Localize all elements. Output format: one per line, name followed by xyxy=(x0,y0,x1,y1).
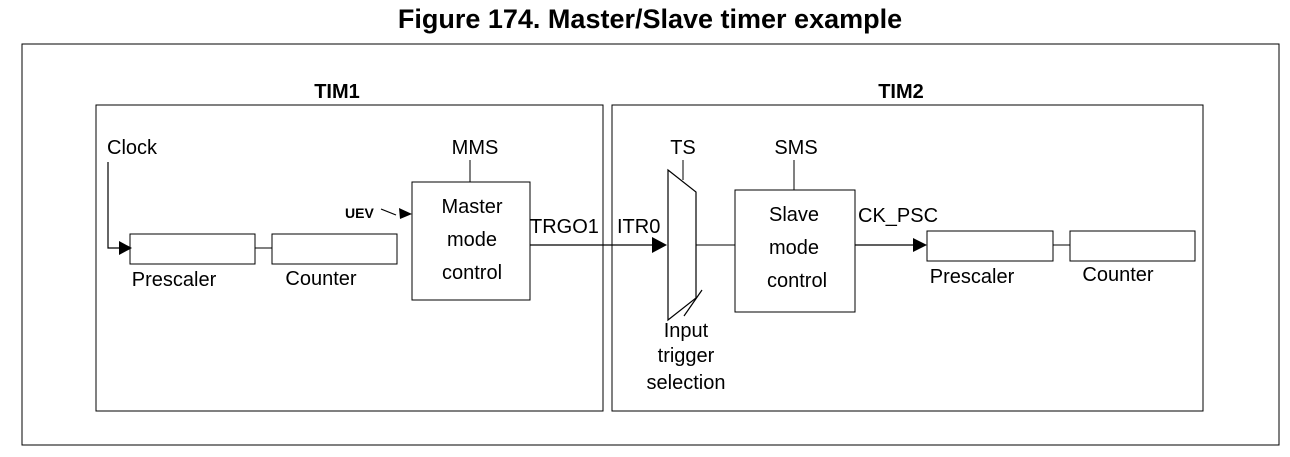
uev-arrowhead xyxy=(399,208,412,219)
tim2-prescaler-box xyxy=(926,230,1054,262)
mux-caption-1: Input xyxy=(664,320,709,342)
ck-psc-label: CK_PSC xyxy=(858,205,938,227)
slave-mode-label-2: mode xyxy=(769,237,819,259)
trgo1-label: TRGO1 xyxy=(530,216,599,238)
tim1-prescaler-label: Prescaler xyxy=(132,269,217,291)
itr0-label: ITR0 xyxy=(617,216,660,238)
tim2-box xyxy=(611,104,1204,412)
ts-label: TS xyxy=(670,137,696,159)
mux-caption-2: trigger xyxy=(658,345,715,367)
tim1-mms-label: MMS xyxy=(452,137,499,159)
master-mode-label-1: Master xyxy=(441,196,502,218)
master-mode-control-box xyxy=(411,181,531,301)
figure-frame xyxy=(21,43,1280,446)
slave-mode-control-box xyxy=(734,189,856,313)
tim1-counter-box xyxy=(271,233,398,265)
input-trigger-mux xyxy=(667,168,697,322)
tim1-title: TIM1 xyxy=(314,81,360,103)
uev-label: UEV xyxy=(345,205,374,221)
tim1-clock-arrowhead xyxy=(119,241,132,255)
tim2-title: TIM2 xyxy=(878,81,924,103)
master-mode-label-3: control xyxy=(442,262,502,284)
tim1-clock-line xyxy=(107,162,122,249)
tim2-counter-label: Counter xyxy=(1082,264,1153,286)
mux-bottom-slash xyxy=(683,289,703,317)
tim1-box xyxy=(95,104,604,412)
tim1-prescaler-box xyxy=(129,233,256,265)
uev-line xyxy=(380,208,397,216)
ck-psc-arrowhead xyxy=(913,238,927,252)
sms-label: SMS xyxy=(774,137,817,159)
itr0-arrowhead xyxy=(652,237,667,253)
tim2-counter-box xyxy=(1069,230,1196,262)
tim1-counter-label: Counter xyxy=(285,268,356,290)
master-mode-label-2: mode xyxy=(447,229,497,251)
tim2-prescaler-label: Prescaler xyxy=(930,266,1015,288)
tim1-clock-label: Clock xyxy=(107,137,158,159)
slave-mode-label-3: control xyxy=(767,270,827,292)
mux-caption-3: selection xyxy=(647,372,726,394)
slave-mode-label-1: Slave xyxy=(769,204,819,226)
figure-title: Figure 174. Master/Slave timer example xyxy=(397,4,903,34)
